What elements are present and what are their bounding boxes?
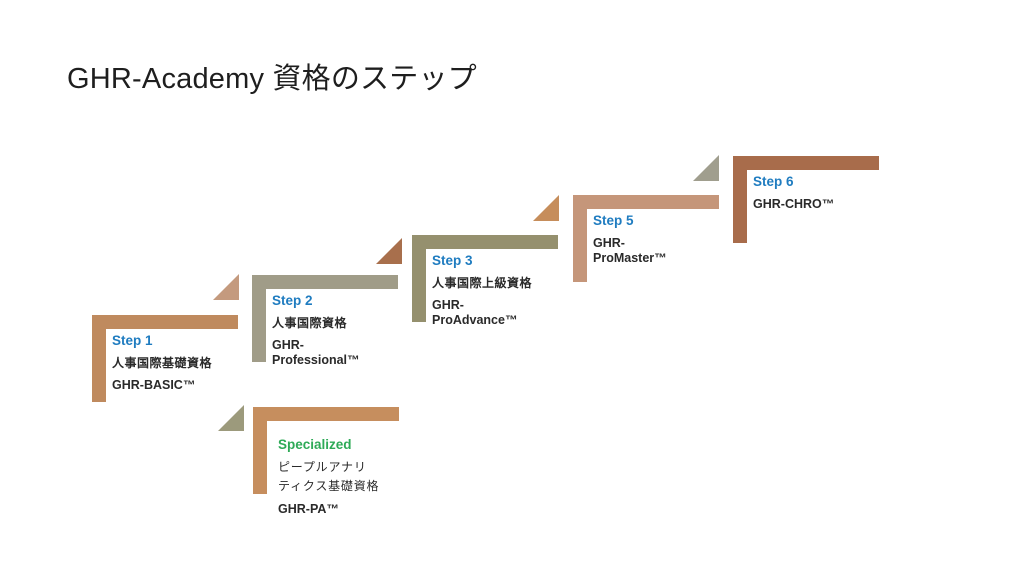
step-3-cert-line-1: GHR- [432,298,464,312]
step-5-bar-vertical [573,195,587,282]
step-1-cert: GHR-BASIC™ [112,378,196,392]
specialized-name-line-1: ピープルアナリ [278,460,367,474]
step-2-name: 人事国際資格 [272,316,348,330]
step-3-arrow-triangle [376,238,402,264]
step-2-cert-line-1: GHR- [272,338,304,352]
step-2-card: Step 2 人事国際資格 GHR- Professional™ [252,275,398,367]
specialized-bar-vertical [253,407,267,494]
step-6-arrow-triangle [693,155,719,181]
step-5-label: Step 5 [593,213,634,228]
step-3-bar [412,235,558,249]
step-6-label: Step 6 [753,174,794,189]
specialized-card: Specialized ピープルアナリ ティクス基礎資格 GHR-PA™ [253,407,399,516]
step-2-arrow-triangle [213,274,239,300]
step-3-bar-vertical [412,235,426,322]
step-1-bar-vertical [92,315,106,402]
step-2-bar [252,275,398,289]
step-5-cert-line-2: ProMaster™ [593,251,667,265]
step-1-name: 人事国際基礎資格 [112,356,213,370]
step-6-card: Step 6 GHR-CHRO™ [733,156,879,243]
step-6-bar [733,156,879,170]
specialized-bar [253,407,399,421]
step-1-bar [92,315,238,329]
step-1-card: Step 1 人事国際基礎資格 GHR-BASIC™ [92,315,238,402]
step-2-label: Step 2 [272,293,313,308]
step-5-arrow-triangle [533,195,559,221]
step-5-bar [573,195,719,209]
step-3-cert-line-2: ProAdvance™ [432,313,518,327]
step-2-bar-vertical [252,275,266,362]
step-3-card: Step 3 人事国際上級資格 GHR- ProAdvance™ [412,235,558,327]
step-3-label: Step 3 [432,253,473,268]
specialized-name-line-2: ティクス基礎資格 [278,479,380,493]
step-5-card: Step 5 GHR- ProMaster™ [573,195,719,282]
step-6-bar-vertical [733,156,747,243]
step-1-label: Step 1 [112,333,153,348]
step-5-cert-line-1: GHR- [593,236,625,250]
step-6-cert: GHR-CHRO™ [753,197,835,211]
specialized-cert: GHR-PA™ [278,502,339,516]
step-2-cert-line-2: Professional™ [272,353,360,367]
specialized-label: Specialized [278,437,352,452]
step-3-name: 人事国際上級資格 [432,276,533,290]
specialized-arrow-triangle [218,405,244,431]
page-title: GHR-Academy 資格のステップ [67,63,477,95]
